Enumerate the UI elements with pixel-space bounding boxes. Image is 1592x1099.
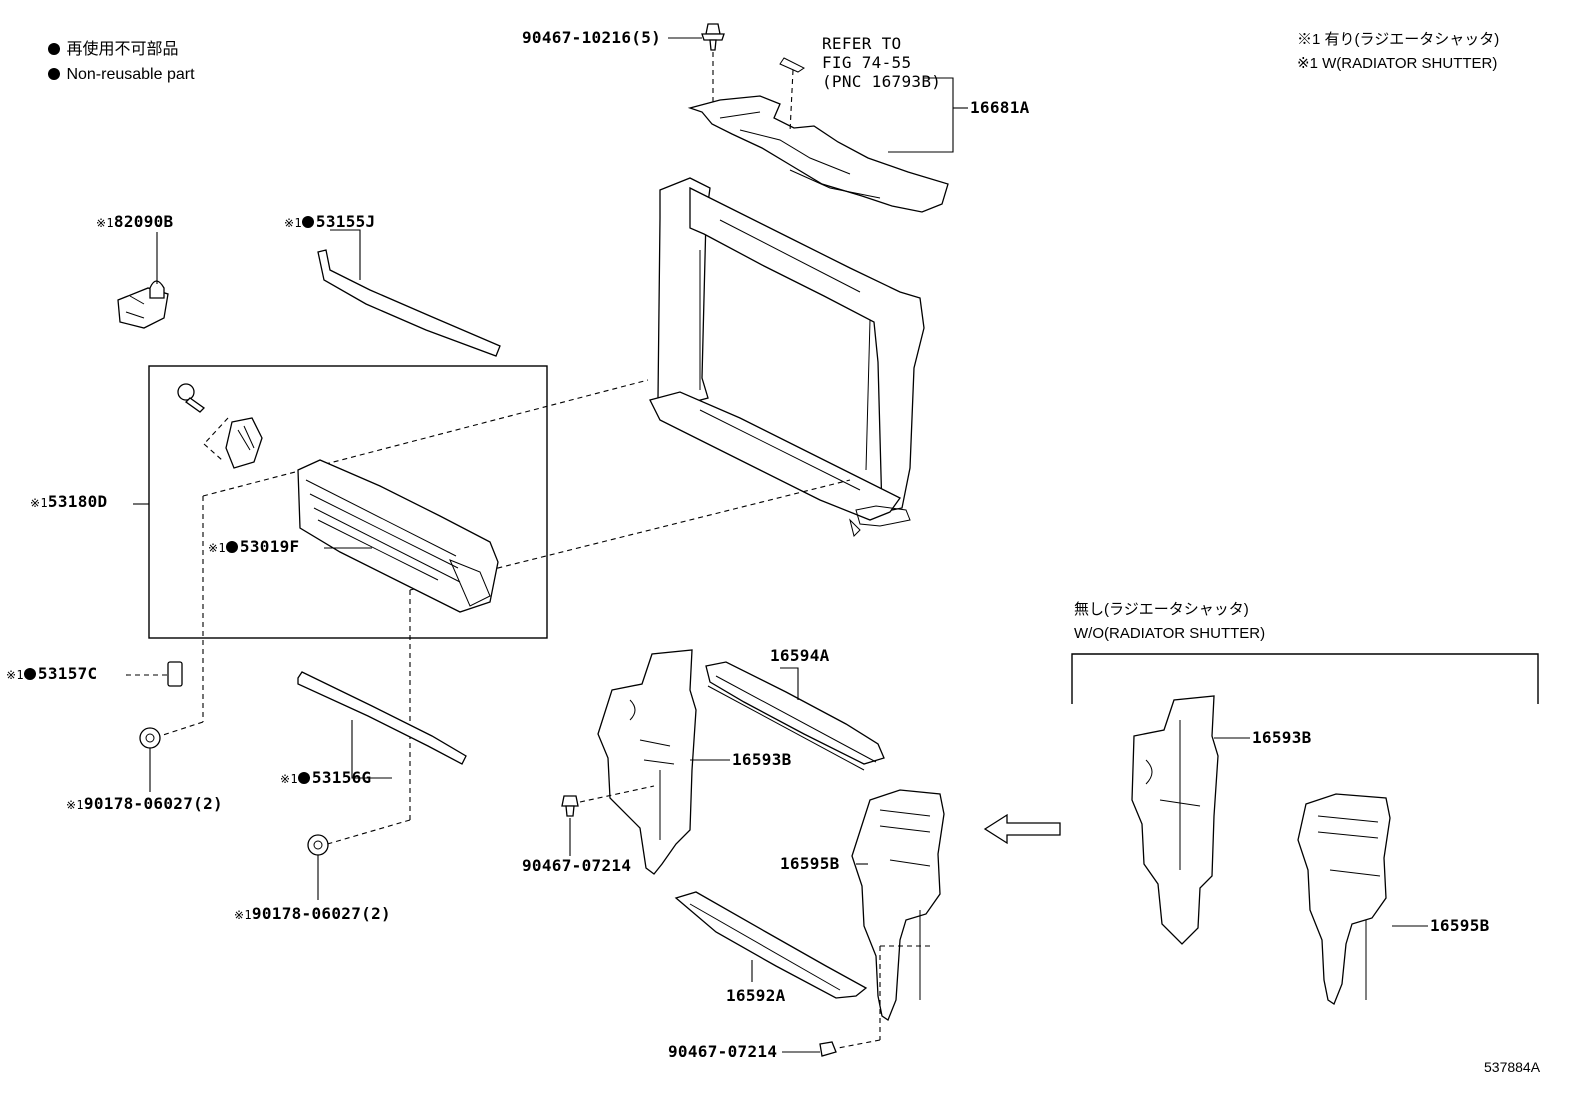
- air-guide-16593B-wo-graphic: [1131, 695, 1250, 945]
- part-label-90467-07214-a: 90467-07214: [522, 856, 632, 875]
- prefix-mark: ※1: [234, 908, 252, 922]
- bolt-90467-10216-graphic: [668, 23, 725, 108]
- part-label-16594A: 16594A: [770, 646, 830, 665]
- part-label-16595B: 16595B: [780, 854, 840, 873]
- part-label-16593B: 16593B: [732, 750, 792, 769]
- non-reusable-dot-icon: [297, 772, 310, 784]
- non-reusable-dot-icon: [48, 68, 60, 80]
- part-label-16593B-wo: 16593B: [1252, 728, 1312, 747]
- pad-53157C-graphic: [126, 661, 183, 687]
- part-label-90178-06027-a: ※190178-06027(2): [66, 794, 223, 813]
- assembly-53180D-box: [148, 365, 548, 639]
- nut-90178-a-graphic: [139, 727, 161, 792]
- non-reusable-dot-icon: [301, 216, 314, 228]
- part-label-53180D: ※153180D: [30, 492, 108, 511]
- seal-53155J-graphic: [317, 229, 501, 357]
- air-guide-16593B-graphic: [579, 649, 730, 875]
- refer-line-2: FIG 74-55: [822, 53, 912, 72]
- shutter-assembly-graphic: [177, 383, 499, 613]
- legend-non-reusable-ja: 再使用不可部品: [48, 42, 178, 58]
- part-label-82090B: ※182090B: [96, 212, 174, 231]
- part-label-16592A: 16592A: [726, 986, 786, 1005]
- seal-53156G-graphic: [297, 671, 467, 779]
- radiator-support-graphic: [649, 177, 925, 537]
- baffle-16594A-graphic: [705, 661, 885, 771]
- part-label-90467-10216: 90467-10216(5): [522, 28, 662, 47]
- wo-shutter-bracket: [1071, 653, 1539, 704]
- direction-arrow-graphic: [983, 813, 1061, 845]
- prefix-mark: ※1: [6, 668, 24, 682]
- note-w-shutter-ja: ※1 有り(ラジエータシャッタ): [1297, 31, 1500, 48]
- part-label-90467-07214-b: 90467-07214: [668, 1042, 778, 1061]
- part-label-16595B-wo: 16595B: [1430, 916, 1490, 935]
- baffle-16592A-graphic: [674, 891, 868, 999]
- legend-non-reusable-en: Non-reusable part: [48, 67, 195, 83]
- part-label-16681A: 16681A: [970, 98, 1030, 117]
- screw-90467-07214-a-graphic: [561, 795, 579, 856]
- non-reusable-dot-icon: [225, 541, 238, 553]
- note-wo-shutter-ja: 無し(ラジエータシャッタ): [1074, 601, 1249, 618]
- prefix-mark: ※1: [208, 541, 226, 555]
- screw-90467-07214-b-graphic: [782, 1041, 837, 1057]
- illustration-id: 537884A: [1484, 1059, 1541, 1075]
- prefix-mark: ※1: [30, 496, 48, 510]
- air-guide-16595B-wo-graphic: [1297, 793, 1428, 1005]
- refer-line-1: REFER TO: [822, 34, 902, 53]
- note-wo-shutter-en: W/O(RADIATOR SHUTTER): [1074, 625, 1266, 642]
- connector-82090B-graphic: [117, 232, 169, 329]
- nut-90178-b-graphic: [307, 834, 329, 900]
- prefix-mark: ※1: [280, 772, 298, 786]
- non-reusable-dot-icon: [48, 43, 60, 55]
- non-reusable-dot-icon: [23, 668, 36, 680]
- prefix-mark: ※1: [96, 216, 114, 230]
- refer-line-3: (PNC 16793B): [822, 72, 942, 91]
- part-label-90178-06027-b: ※190178-06027(2): [234, 904, 391, 923]
- cover-16681A-graphic: [687, 57, 968, 213]
- prefix-mark: ※1: [284, 216, 302, 230]
- prefix-mark: ※1: [66, 798, 84, 812]
- note-w-shutter-en: ※1 W(RADIATOR SHUTTER): [1297, 55, 1498, 72]
- air-guide-16595B-graphic: [837, 789, 945, 1049]
